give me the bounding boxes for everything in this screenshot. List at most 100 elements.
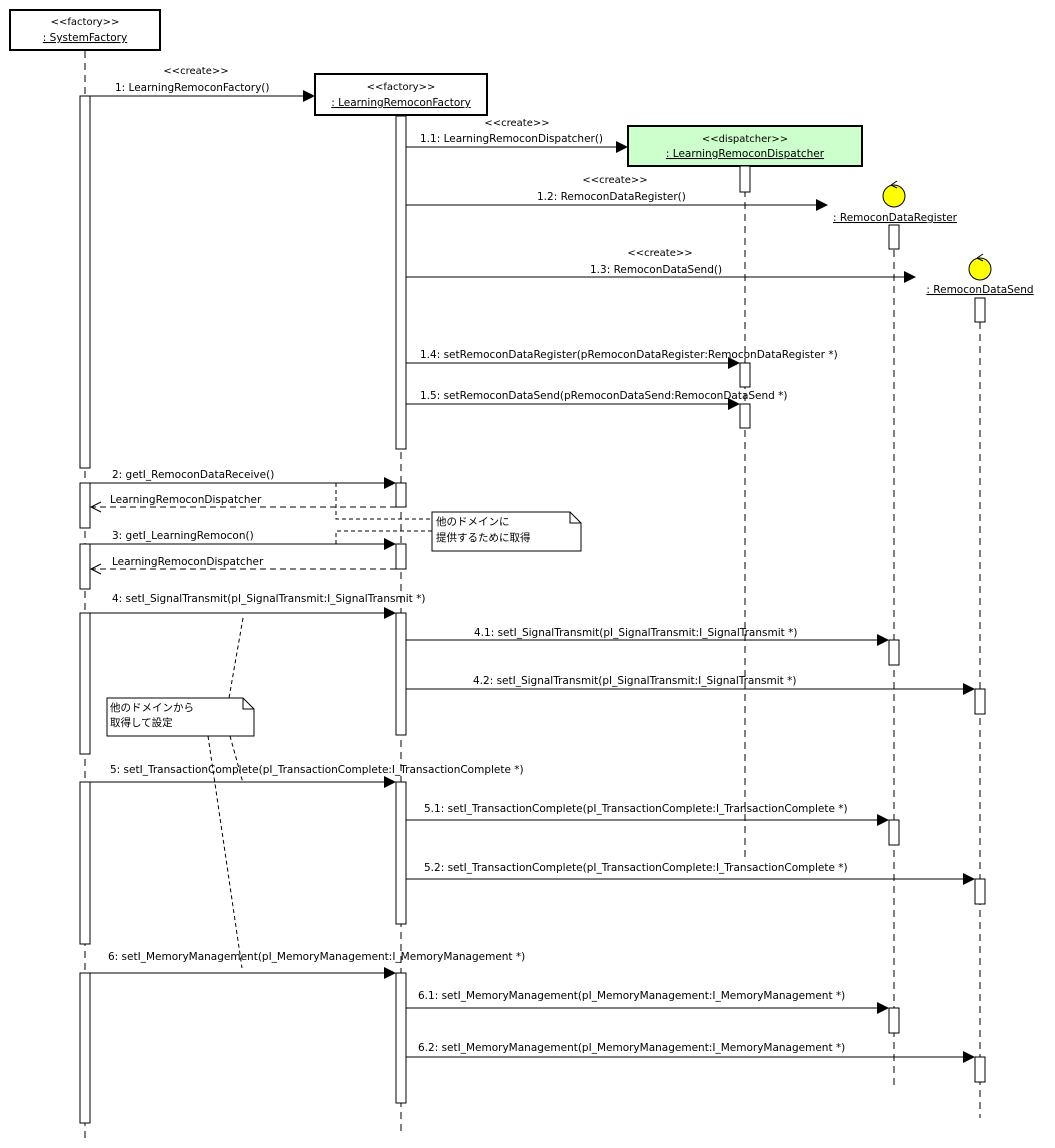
note-fold-icon [242,698,254,710]
participant-name: : LearningRemoconDispatcher [666,148,825,160]
entity-icon [882,184,906,208]
activation-bar [79,612,91,755]
message-label: 3: getI_LearningRemocon() [112,530,254,542]
participant-learning-remocon-factory[interactable]: <<factory>> : LearningRemoconFactory [314,73,488,116]
arrowhead-icon [303,90,315,102]
note-fold-icon [569,512,581,524]
note-box [106,697,255,737]
participant-box [314,73,488,116]
note-line: 提供するために取得 [436,531,531,544]
message-2[interactable]: 2: getI_RemoconDataReceive() [90,469,396,489]
control-arrow-icon [890,180,898,189]
message-1-2[interactable]: <<create>> 1.2: RemoconDataRegister() [406,175,828,211]
activation-bar [974,878,986,905]
message-label: 1.4: setRemoconDataRegister(pRemoconData… [420,349,838,361]
message-label: 1.5: setRemoconDataSend(pRemoconDataSend… [420,390,788,402]
message-6-2[interactable]: 6.2: setI_MemoryManagement(pI_MemoryMana… [406,1042,975,1063]
activation-bar [888,224,900,250]
arrowhead-icon [728,357,740,369]
arrowhead-icon [616,141,628,153]
participant-box [627,125,863,167]
message-label: 2: getI_RemoconDataReceive() [112,469,274,481]
arrowhead-icon [963,683,975,695]
message-label: 5.1: setI_TransactionComplete(pI_Transac… [424,803,848,815]
arrowhead-icon [384,607,396,619]
participant-box [9,9,161,51]
message-label: 6.2: setI_MemoryManagement(pI_MemoryMana… [418,1042,845,1054]
return-label: LearningRemoconDispatcher [110,494,262,506]
message-1-3[interactable]: <<create>> 1.3: RemoconDataSend() [406,248,916,283]
participant-stereotype: <<dispatcher>> [702,134,788,145]
message-4-2[interactable]: 4.2: setI_SignalTransmit(pI_SignalTransm… [406,675,975,695]
message-5-2[interactable]: 5.2: setI_TransactionComplete(pI_Transac… [406,862,975,885]
participant-system-factory[interactable]: <<factory>> : SystemFactory [9,9,161,51]
message-stereotype: <<create>> [484,118,549,129]
note-line: 他のドメインから [110,701,194,714]
message-1[interactable]: <<create>> 1: LearningRemoconFactory() [90,66,315,102]
activation-bar [79,543,91,590]
arrowhead-icon [877,814,889,826]
arrowhead-icon [384,967,396,979]
message-1-5[interactable]: 1.5: setRemoconDataSend(pRemoconDataSend… [406,390,788,410]
message-6-1[interactable]: 6.1: setI_MemoryManagement(pI_MemoryMana… [406,990,889,1014]
participant-learning-remocon-dispatcher[interactable]: <<dispatcher>> : LearningRemoconDispatch… [627,125,863,167]
arrowhead-icon [384,538,396,550]
note-anchor-line [335,483,432,520]
activation-bar [888,1007,900,1034]
activation-bar [395,482,407,508]
arrowhead-icon [728,398,740,410]
open-arrowhead-icon [89,501,102,513]
open-arrowhead-icon [89,563,102,575]
activation-bar [395,781,407,925]
message-label: 1.1: LearningRemoconDispatcher() [420,133,603,145]
arrowhead-icon [963,873,975,885]
message-label: 6.1: setI_MemoryManagement(pI_MemoryMana… [418,990,845,1002]
message-4[interactable]: 4: setI_SignalTransmit(pI_SignalTransmit… [90,593,425,619]
message-5[interactable]: 5: setI_TransactionComplete(pI_Transacti… [90,764,524,788]
note-anchor-line [228,617,244,699]
participant-name: : LearningRemoconFactory [331,97,471,109]
entity-icon [968,257,992,281]
message-5-1[interactable]: 5.1: setI_TransactionComplete(pI_Transac… [406,803,889,826]
note-box [431,511,582,552]
return-message-2[interactable]: LearningRemoconDispatcher [89,494,396,513]
note-line: 取得して設定 [110,716,173,729]
activation-bar [974,688,986,715]
activation-bar [739,165,751,193]
activation-bar [395,543,407,570]
activation-bar [79,482,91,529]
message-1-1[interactable]: <<create>> 1.1: LearningRemoconDispatche… [406,118,628,153]
message-3[interactable]: 3: getI_LearningRemocon() [90,530,396,550]
message-label: 4.2: setI_SignalTransmit(pI_SignalTransm… [473,675,796,687]
participant-remocon-data-register[interactable]: : RemoconDataRegister [833,180,958,224]
message-label: 1.2: RemoconDataRegister() [537,191,686,203]
arrowhead-icon [816,199,828,211]
control-arrow-icon [976,253,984,262]
return-label: LearningRemoconDispatcher [112,556,264,568]
return-message-3[interactable]: LearningRemoconDispatcher [89,556,396,575]
message-4-1[interactable]: 4.1: setI_SignalTransmit(pI_SignalTransm… [406,627,889,646]
arrowhead-icon [384,477,396,489]
message-6[interactable]: 6: setI_MemoryManagement(pI_MemoryManage… [90,951,525,979]
message-label: 1: LearningRemoconFactory() [115,82,269,94]
activation-bar [395,115,407,450]
arrowhead-icon [877,634,889,646]
arrowhead-icon [384,776,396,788]
message-label: 6: setI_MemoryManagement(pI_MemoryManage… [108,951,525,963]
activation-bar [395,972,407,1104]
message-1-4[interactable]: 1.4: setRemoconDataRegister(pRemoconData… [406,349,838,369]
participant-remocon-data-send[interactable]: : RemoconDataSend [926,253,1034,296]
note-obtain-from-other-domains[interactable]: 他のドメインから 取得して設定 [106,697,255,737]
note-provide-to-other-domains[interactable]: 他のドメインに 提供するために取得 [431,511,582,552]
arrowhead-icon [904,271,916,283]
message-stereotype: <<create>> [582,175,647,186]
participant-name: : RemoconDataSend [926,284,1033,296]
message-label: 5.2: setI_TransactionComplete(pI_Transac… [424,862,848,874]
activation-bar [79,781,91,945]
activation-bar [888,819,900,846]
activation-bar [79,972,91,1124]
activation-bar [739,403,751,429]
note-line: 他のドメインに [436,515,510,528]
message-label: 5: setI_TransactionComplete(pI_Transacti… [110,764,524,776]
